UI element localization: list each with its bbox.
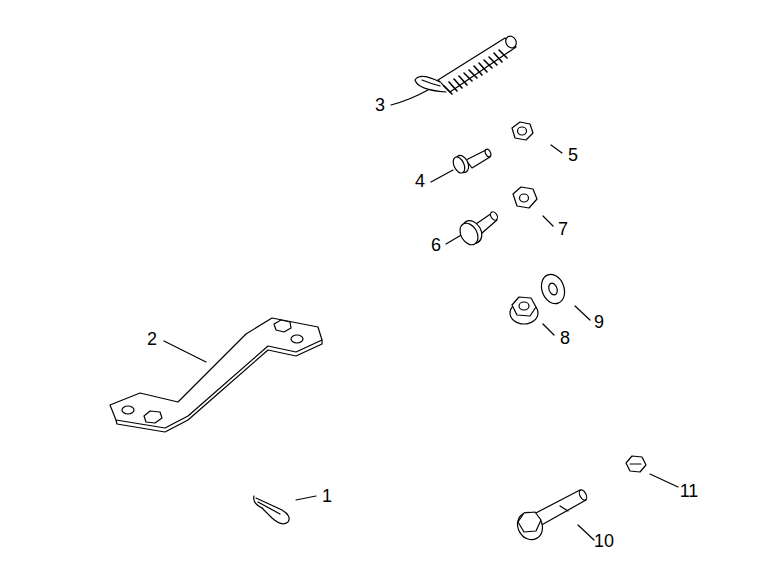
callout-number: 8 xyxy=(560,329,570,347)
cotter-pin xyxy=(254,496,289,524)
callout-number: 2 xyxy=(147,330,157,348)
flange-nut xyxy=(510,297,538,324)
clevis-pin xyxy=(456,211,499,248)
callout-number: 9 xyxy=(594,313,604,331)
mounting-plate xyxy=(110,318,322,432)
spring-pin xyxy=(415,34,518,94)
callout-number: 6 xyxy=(431,236,441,254)
callout-number: 5 xyxy=(568,146,578,164)
callout-number: 10 xyxy=(594,532,614,550)
callout-number: 1 xyxy=(322,487,332,505)
leader-lines xyxy=(164,90,678,540)
callout-number: 3 xyxy=(375,96,385,114)
nut xyxy=(512,122,533,140)
callout-number: 7 xyxy=(558,220,568,238)
callout-number: 11 xyxy=(680,482,699,500)
callout-number: 4 xyxy=(415,172,425,190)
washer xyxy=(538,271,569,307)
clevis-pin xyxy=(451,148,492,174)
nut xyxy=(626,456,646,472)
nut xyxy=(513,187,537,208)
flange-bolt xyxy=(513,489,588,544)
